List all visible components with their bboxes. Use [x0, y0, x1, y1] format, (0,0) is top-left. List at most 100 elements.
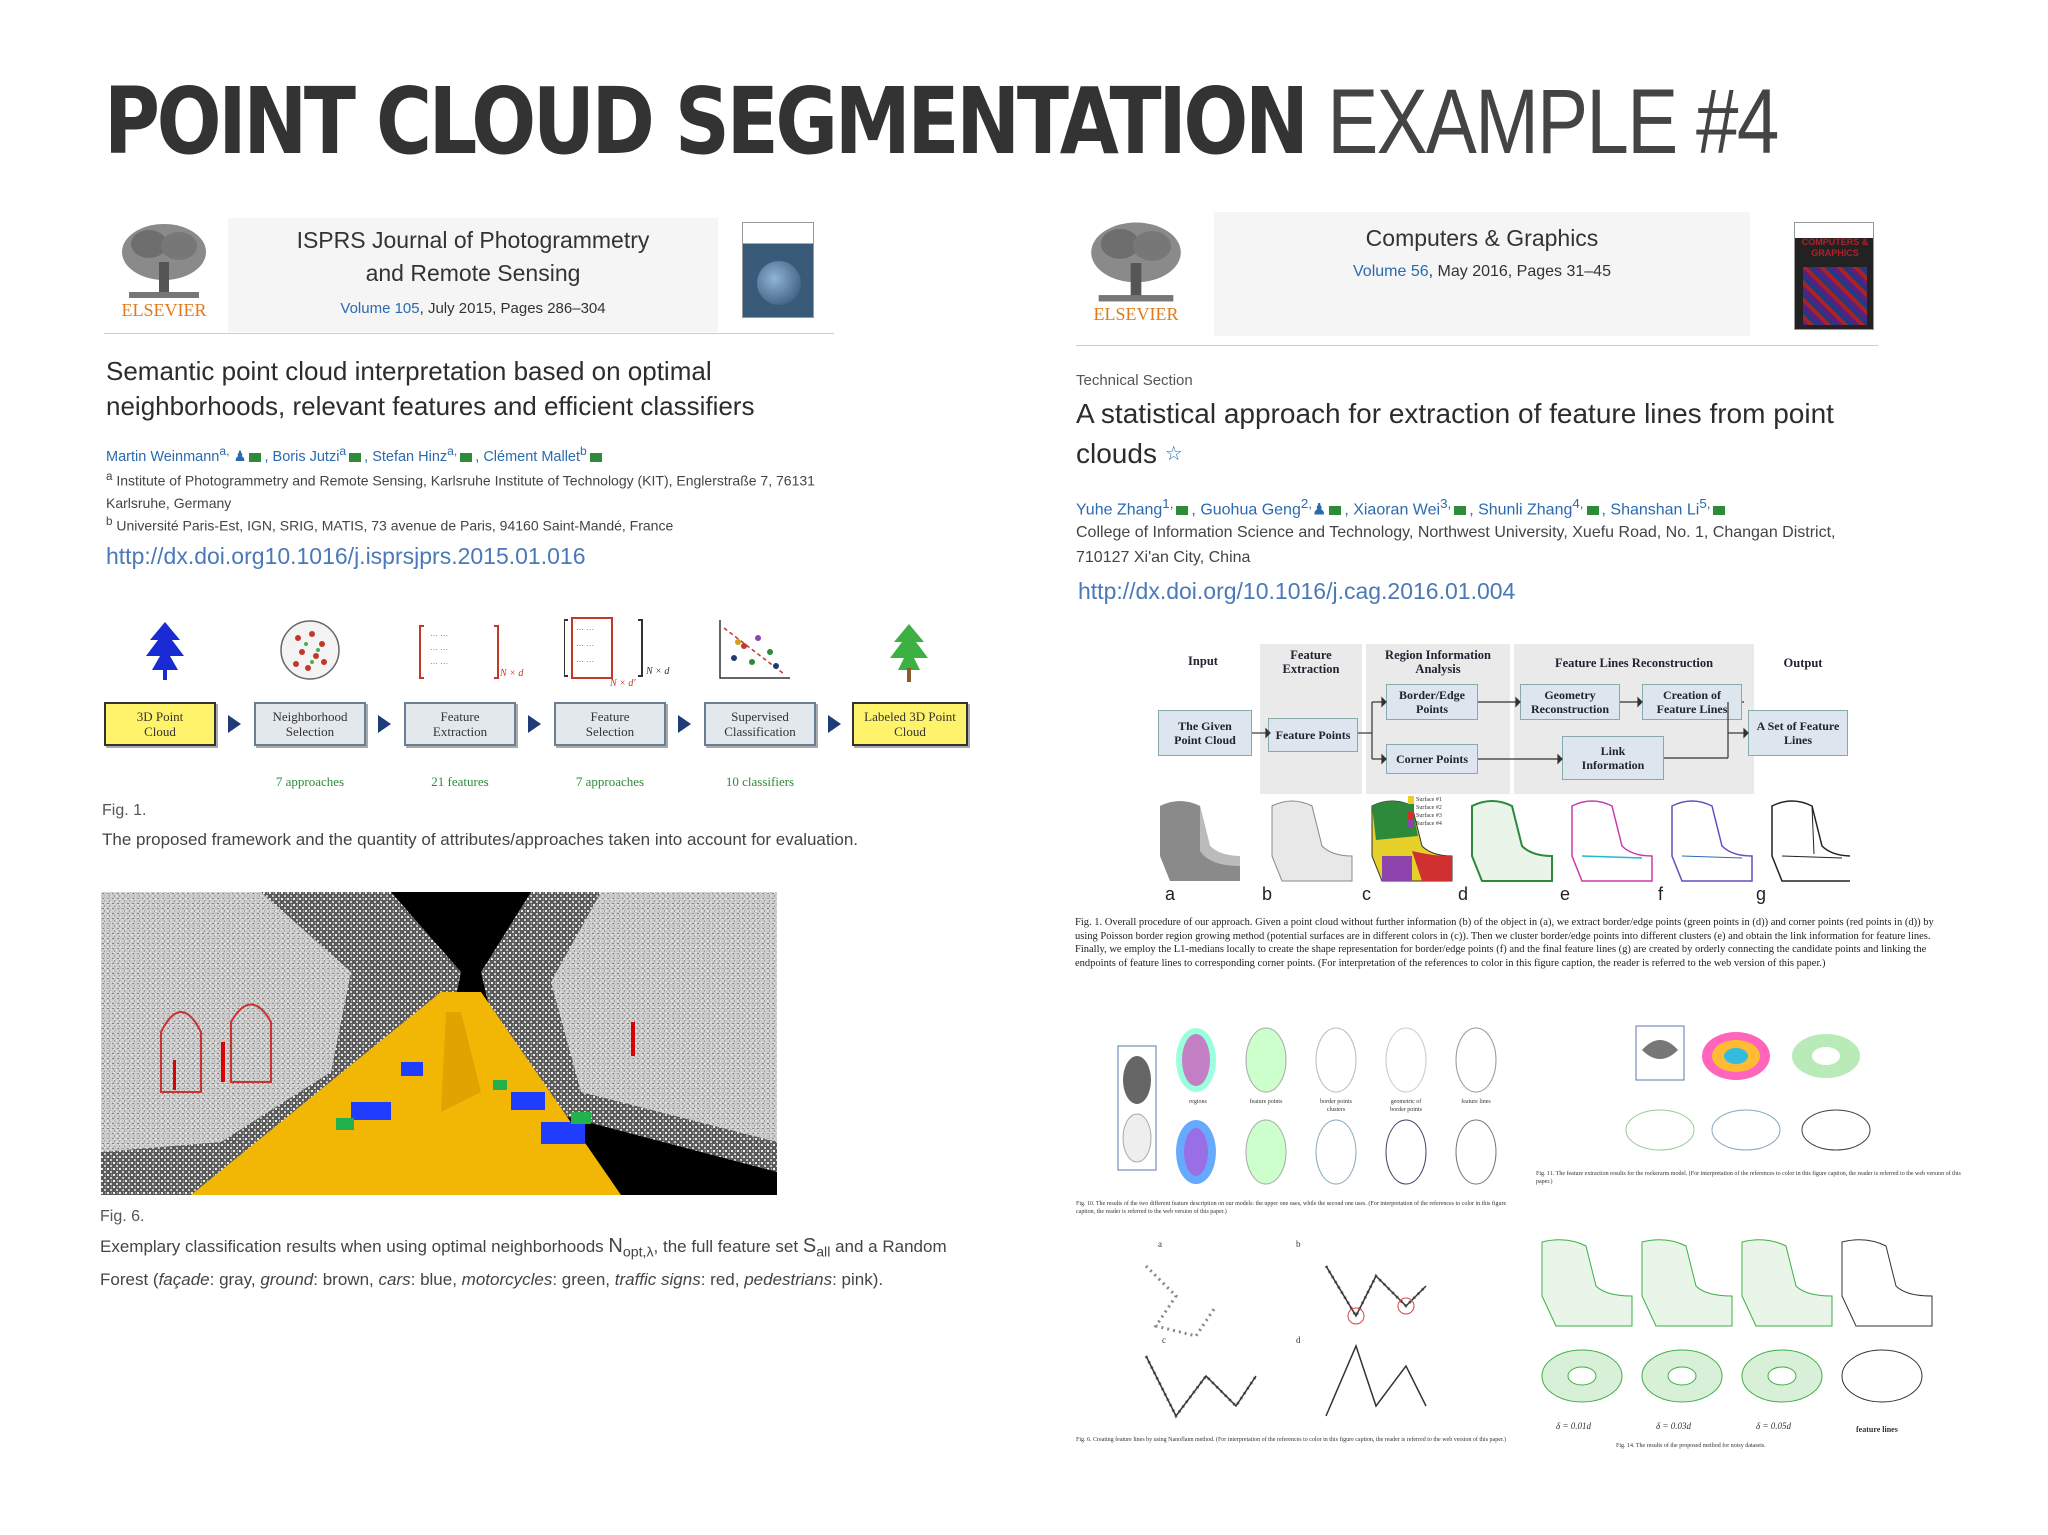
left-paper-title[interactable]: Semantic point cloud interpretation base… — [106, 356, 755, 421]
stage-letter-d: d — [1458, 884, 1469, 904]
svg-text:··· ···: ··· ··· — [430, 631, 448, 640]
mail-icon[interactable] — [1586, 505, 1599, 515]
class-ground: ground — [260, 1270, 314, 1290]
right-author-2-sup: 2, — [1300, 496, 1312, 511]
svg-text:··· ···: ··· ··· — [430, 659, 448, 668]
class-pedestrians: pedestrians — [744, 1270, 833, 1290]
diagram-box-geometry-reconstruction[interactable]: Geometry Reconstruction — [1520, 684, 1620, 720]
right-author-2[interactable]: Guohua Geng — [1200, 501, 1301, 519]
left-fig6-label: Fig. 6. — [100, 1208, 145, 1225]
mail-icon[interactable] — [249, 452, 262, 462]
point-cloud-tree-green-icon — [890, 624, 928, 682]
pipeline-step-1[interactable]: 3D Point Cloud — [104, 702, 216, 746]
elsevier-tree-icon — [1091, 222, 1181, 302]
right-cover-text: COMPUTERS & GRAPHICS — [1801, 237, 1869, 258]
thumb-br-delta-4: feature lines — [1856, 1425, 1898, 1434]
right-volume-link[interactable]: Volume 56 — [1353, 263, 1429, 280]
arrow-right-icon — [378, 715, 391, 733]
mail-icon[interactable] — [349, 452, 362, 462]
neighborhood-sphere-icon — [280, 620, 340, 680]
diagram-box-given-point-cloud[interactable]: The Given Point Cloud — [1158, 710, 1252, 756]
thumb-bottom-left[interactable]: a b c d Fig. 6. Creating feature lines b… — [1076, 1236, 1516, 1456]
thumb-tl-caption: Fig. 10. The results of the two differen… — [1076, 1201, 1507, 1215]
right-affiliation: College of Information Science and Techn… — [1076, 524, 1836, 566]
right-elsevier-logo[interactable]: ELSEVIER — [1086, 220, 1186, 334]
right-doi-link[interactable]: http://dx.doi.org/10.1016/j.cag.2016.01.… — [1078, 578, 1516, 604]
left-elsevier-logo[interactable]: ELSEVIER — [114, 222, 214, 328]
thumb-tr-caption: Fig. 11. The feature extraction results … — [1536, 1171, 1961, 1185]
cover-art — [1803, 267, 1867, 325]
class-traffic-signs-color: red — [710, 1270, 735, 1290]
thumb-top-left[interactable]: regions feature points border points clu… — [1076, 1020, 1516, 1220]
mail-icon[interactable] — [460, 452, 473, 462]
left-journal-box: ISPRS Journal of Photogrammetry and Remo… — [228, 218, 718, 332]
left-author-4[interactable]: Clément Mallet — [483, 448, 581, 465]
stage-letter-f: f — [1658, 884, 1664, 904]
thumb-bottom-right[interactable]: δ = 0.01d δ = 0.03d δ = 0.05d feature li… — [1536, 1236, 1956, 1456]
fig6-caption-part-2: , the full feature set — [653, 1237, 803, 1256]
pipeline-step-6[interactable]: Labeled 3D Point Cloud — [852, 702, 968, 746]
diagram-box-feature-points[interactable]: Feature Points — [1268, 718, 1358, 752]
classification-scatter-icon — [719, 620, 790, 679]
thumb-bl-letter-a: a — [1158, 1239, 1162, 1249]
left-doi-link[interactable]: http://dx.doi.org10.1016/j.isprsjprs.201… — [106, 543, 586, 569]
street-classification-image[interactable] — [101, 892, 777, 1195]
legend-surface-2: Surface #2 — [1408, 804, 1442, 812]
mail-icon[interactable] — [1176, 505, 1189, 515]
fig6-caption-part-3: and a Random Forest ( — [100, 1237, 947, 1290]
left-author-1-sup: a, — [219, 444, 230, 458]
pipeline-step-3[interactable]: Feature Extraction — [404, 702, 516, 746]
left-author-3[interactable]: Stefan Hinz — [372, 448, 448, 465]
slide-title-bold: POINT CLOUD SEGMENTATION — [104, 68, 1309, 175]
left-journal-cover[interactable] — [742, 222, 814, 318]
diagram-header-feature-extraction: Feature Extraction — [1282, 648, 1340, 676]
pipeline-step-4[interactable]: Feature Selection — [554, 702, 666, 746]
left-elsevier-wordmark: ELSEVIER — [121, 300, 207, 320]
diagram-header-region-analysis: Region Information Analysis — [1385, 648, 1491, 676]
pipeline-step-5[interactable]: Supervised Classification — [704, 702, 816, 746]
right-section-label: Technical Section — [1076, 372, 1193, 389]
fig6-s-symbol: S — [802, 1235, 817, 1257]
diagram-box-link-information[interactable]: Link Information — [1562, 736, 1664, 780]
left-author-2[interactable]: Boris Jutzi — [272, 448, 340, 465]
left-journal-name[interactable]: ISPRS Journal of Photogrammetry and Remo… — [296, 227, 650, 286]
star-icon[interactable]: ☆ — [1164, 443, 1183, 465]
arrow-right-icon — [228, 715, 241, 733]
pipeline-step-2[interactable]: Neighborhood Selection — [254, 702, 366, 746]
diagram-box-set-of-feature-lines[interactable]: A Set of Feature Lines — [1748, 710, 1848, 756]
point-cloud-tree-blue-icon — [146, 622, 184, 680]
right-author-3[interactable]: Xiaoran Wei — [1353, 501, 1441, 519]
thumb-top-right[interactable]: Fig. 11. The feature extraction results … — [1536, 1020, 1976, 1200]
stage-letter-b: b — [1262, 884, 1273, 904]
right-author-4[interactable]: Shunli Zhang — [1478, 501, 1573, 519]
diagram-box-creation-feature-lines[interactable]: Creation of Feature Lines — [1642, 684, 1742, 720]
right-volume-rest: , May 2016, Pages 31–45 — [1428, 263, 1611, 280]
matrix-1-dims: N × d — [500, 668, 524, 679]
left-volume-link[interactable]: Volume 105 — [340, 300, 420, 317]
mail-icon[interactable] — [1329, 505, 1342, 515]
svg-text:··· ···: ··· ··· — [576, 641, 594, 650]
diagram-box-border-edge-points[interactable]: Border/Edge Points — [1386, 684, 1478, 720]
stage-legend: Surface #1 Surface #2 Surface #3 Surface… — [1408, 796, 1442, 828]
mail-icon[interactable] — [589, 452, 602, 462]
left-author-1[interactable]: Martin Weinmann — [106, 448, 220, 465]
left-author-4-sup: b — [580, 444, 587, 458]
mail-icon[interactable] — [1454, 505, 1467, 515]
right-author-5[interactable]: Shanshan Li — [1610, 501, 1700, 519]
right-journal-name[interactable]: Computers & Graphics — [1365, 225, 1599, 251]
thumb-br-delta-3: δ = 0.05d — [1756, 1421, 1792, 1431]
thumb-br-delta-1: δ = 0.01d — [1556, 1421, 1592, 1431]
class-pedestrians-color: pink — [841, 1270, 873, 1290]
left-volume-rest: , July 2015, Pages 286–304 — [419, 300, 606, 317]
right-paper-title[interactable]: A statistical approach for extraction of… — [1076, 394, 1886, 474]
right-journal-cover[interactable]: COMPUTERS & GRAPHICS — [1794, 222, 1874, 330]
thumb-tl-label-2: feature points — [1249, 1099, 1283, 1105]
approach-count-3: 7 approaches — [575, 774, 645, 789]
mail-icon[interactable] — [1713, 505, 1726, 515]
slide-title: POINT CLOUD SEGMENTATION EXAMPLE #4 — [104, 66, 1779, 178]
left-fig1-label: Fig. 1. — [102, 802, 147, 819]
right-volume: Volume 56, May 2016, Pages 31–45 — [1214, 263, 1750, 281]
thumb-bl-caption: Fig. 6. Creating feature lines by using … — [1076, 1437, 1507, 1443]
diagram-box-corner-points[interactable]: Corner Points — [1386, 744, 1478, 774]
right-author-1[interactable]: Yuhe Zhang — [1076, 501, 1163, 519]
